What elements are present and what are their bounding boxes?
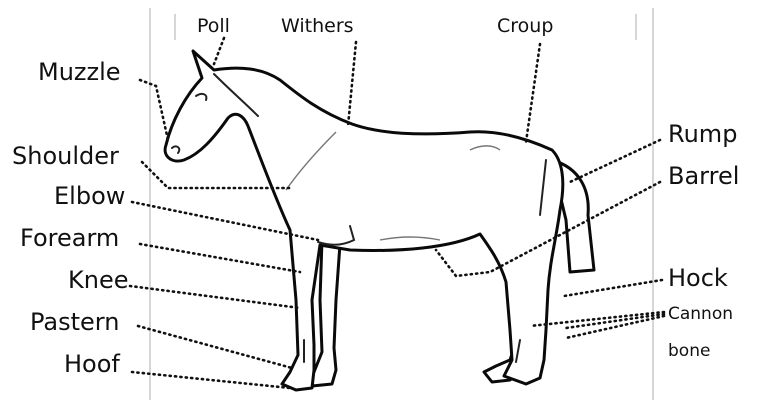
leader-pastern <box>138 326 292 368</box>
label-poll: Poll <box>197 15 230 37</box>
label-barrel: Barrel <box>668 162 739 190</box>
leader-cannon-a <box>530 312 664 326</box>
leader-forearm <box>140 244 300 272</box>
label-muzzle: Muzzle <box>38 58 121 86</box>
leader-cannon-c <box>566 316 664 338</box>
label-cannon-line1: Cannon <box>668 304 733 324</box>
leader-knee <box>130 286 300 308</box>
label-withers: Withers <box>281 15 354 37</box>
label-hock: Hock <box>668 264 728 292</box>
horse-body <box>165 51 563 390</box>
leader-hoof <box>132 372 290 388</box>
label-rump: Rump <box>668 120 737 148</box>
label-hoof: Hoof <box>64 350 120 378</box>
horse-illustration <box>165 51 594 390</box>
leader-muzzle <box>140 80 168 140</box>
label-knee: Knee <box>68 266 128 294</box>
label-cannon-line2: bone <box>668 341 710 361</box>
leader-poll <box>214 38 224 64</box>
label-pastern: Pastern <box>30 308 119 336</box>
label-croup: Croup <box>497 15 553 37</box>
leader-hock <box>564 280 662 296</box>
label-elbow: Elbow <box>54 182 125 210</box>
leader-croup <box>526 44 540 142</box>
label-shoulder: Shoulder <box>12 142 119 170</box>
leader-withers <box>348 42 356 126</box>
leader-rump <box>570 140 660 182</box>
label-forearm: Forearm <box>20 224 119 252</box>
